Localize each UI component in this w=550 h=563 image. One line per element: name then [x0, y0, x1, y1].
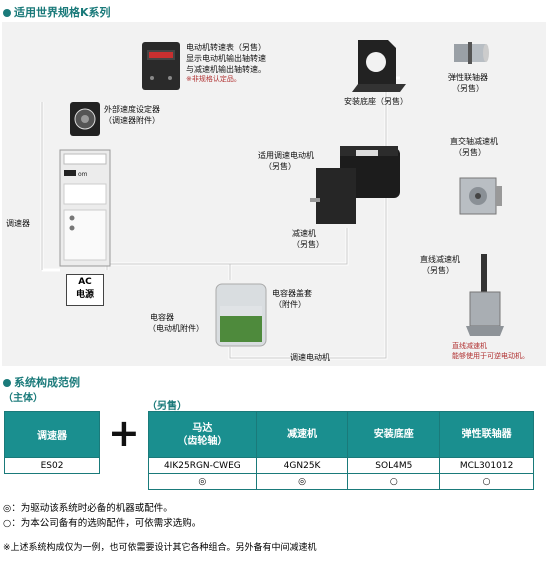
gearhead-sublabel: （另售）: [292, 240, 324, 249]
speed-setter-label: 外部速度设定器: [104, 105, 160, 114]
motor-label: 适用调速电动机: [258, 151, 314, 160]
coupling-image: [450, 36, 490, 70]
note-required: ◎：为驱动该系统时必备的机器或配件。: [3, 503, 173, 514]
accessories-table: 马达 （齿轮轴） 减速机 安装底座 弹性联轴器 4IK25RGN-CWEG 4G…: [148, 411, 534, 490]
coupling-label: 弹性联轴器: [448, 73, 488, 82]
col-header-mounting-base: 安装底座: [347, 411, 441, 458]
gearhead-label: 减速机: [292, 229, 316, 238]
linear-gearhead-image: [464, 254, 506, 338]
mounting-base-label: 安装底座（另售）: [344, 97, 408, 106]
tachometer-desc-2: 与减速机输出轴转速。: [186, 65, 266, 74]
col-header-gearhead: 减速机: [255, 411, 349, 458]
plus-icon: +: [108, 411, 140, 455]
right-angle-sublabel: （另售）: [454, 148, 486, 157]
tachometer-desc-1: 显示电动机输出轴转速: [186, 54, 266, 63]
capacitor-sublabel: （电动机附件）: [148, 324, 204, 333]
main-body-header: 调速器: [4, 411, 100, 458]
right-angle-gearhead-image: [454, 172, 504, 220]
linear-note-1: 直线减速机: [452, 342, 487, 350]
ac-power-sublabel: 电源: [75, 290, 94, 300]
note-example: ※上述系统构成仅为一例，也可依需要设计其它各种组合。另外备有中间减速机: [3, 543, 317, 553]
page-title: 适用世界规格K系列: [3, 4, 111, 20]
model-coupling: MCL301012: [439, 457, 534, 474]
capacitor-cap-sublabel: （附件）: [274, 300, 306, 309]
mark-mounting-base: ○: [347, 473, 441, 490]
mark-motor: ◎: [148, 473, 257, 490]
linear-label: 直线减速机: [420, 255, 460, 264]
model-motor: 4IK25RGN-CWEG: [148, 457, 257, 474]
main-body-title: （主体）: [3, 393, 43, 404]
system-title: 系统构成范例: [3, 374, 80, 390]
controller-image: om: [58, 148, 114, 268]
right-angle-label: 直交轴减速机: [450, 137, 498, 146]
tachometer-label: 电动机转速表（另售）: [186, 43, 266, 52]
motor-sublabel: （另售）: [264, 162, 296, 171]
linear-sublabel: （另售）: [422, 266, 454, 275]
coupling-sublabel: （另售）: [452, 84, 484, 93]
tachometer-image: [140, 40, 182, 92]
capacitor-cap-label: 电容器盖套: [272, 289, 312, 298]
motor-cable-label: 调速电动机: [290, 353, 330, 362]
connection-lines: [40, 76, 400, 360]
controller-label: 调速器: [6, 219, 30, 228]
tachometer-note: ※非规格认定品。: [186, 75, 241, 83]
ac-power-label: AC: [78, 277, 92, 287]
speed-setter-sublabel: （调速器附件）: [104, 116, 160, 125]
ac-power-box: AC 电源: [66, 274, 104, 306]
model-mounting-base: SOL4M5: [347, 457, 441, 474]
motor-image: [310, 138, 406, 230]
linear-note-2: 能够使用于可逆电动机。: [452, 352, 529, 360]
capacitor-image: [212, 280, 270, 350]
sold-separately-title: （另售）: [147, 401, 187, 412]
mark-gearhead: ◎: [255, 473, 349, 490]
bullet-icon: [3, 379, 11, 387]
system-diagram: 电动机转速表（另售） 显示电动机输出轴转速 与减速机输出轴转速。 ※非规格认定品…: [2, 22, 546, 366]
svg-text:om: om: [78, 171, 88, 178]
speed-setter-image: [68, 100, 102, 138]
model-gearhead: 4GN25K: [255, 457, 349, 474]
col-header-coupling: 弹性联轴器: [439, 411, 534, 458]
mounting-base-image: [350, 36, 410, 96]
main-body-model: ES02: [4, 457, 100, 474]
col-header-motor: 马达 （齿轮轴）: [148, 411, 257, 458]
mark-coupling: ○: [439, 473, 534, 490]
main-body-table: 调速器 ES02: [4, 411, 100, 474]
capacitor-label: 电容器: [150, 313, 174, 322]
bullet-icon: [3, 9, 11, 17]
note-optional: ○：为本公司备有的选购配件，可依需求选购。: [3, 518, 202, 529]
